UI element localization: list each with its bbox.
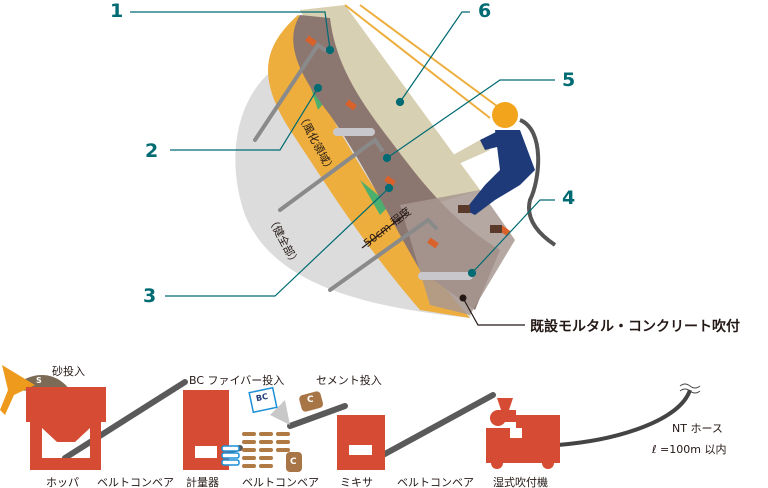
sand-mark: S bbox=[36, 376, 42, 385]
belt-conveyors bbox=[62, 379, 496, 461]
sand-input-label: 砂投入 bbox=[52, 365, 85, 378]
belt-label-3: ベルトコンベア bbox=[397, 476, 474, 488]
sprayer-label: 湿式吹付機 bbox=[493, 476, 548, 488]
hopper-label: ホッパ bbox=[46, 476, 79, 488]
pipe-2 bbox=[418, 272, 473, 280]
callout-1: 1 bbox=[110, 0, 124, 22]
mixer-label: ミキサ bbox=[340, 476, 373, 488]
callout-5: 5 bbox=[562, 69, 576, 91]
existing-leader bbox=[462, 297, 525, 326]
hose-break-icon bbox=[679, 383, 701, 394]
nt-hose bbox=[557, 389, 692, 447]
beige-layer bbox=[300, 5, 480, 205]
surface-line-2 bbox=[359, 4, 506, 113]
scale-label: 計量器 bbox=[186, 476, 219, 488]
hose-label: NT ホース bbox=[672, 422, 723, 435]
mixer-icon bbox=[337, 415, 385, 470]
cement-bag-icon-2 bbox=[286, 452, 302, 472]
leader-lines bbox=[130, 11, 555, 297]
hose-length-label: ℓ =100m 以内 bbox=[652, 443, 727, 456]
callout-2: 2 bbox=[145, 140, 159, 162]
hopper-icon bbox=[26, 387, 106, 470]
depth-arrow bbox=[361, 212, 408, 249]
surface-line-1 bbox=[344, 4, 491, 119]
cement-mark: C bbox=[307, 395, 314, 405]
existing-shotcrete-label: 既設モルタル・コンクリート吹付 bbox=[530, 319, 740, 335]
input-chute bbox=[270, 400, 290, 425]
worker-figure bbox=[435, 102, 557, 247]
funnel-icon bbox=[0, 365, 35, 415]
material-stack bbox=[242, 432, 290, 468]
callout-6: 6 bbox=[478, 0, 492, 22]
scale-icon bbox=[183, 390, 229, 470]
bc-fiber-input-label: BC ファイバー投入 bbox=[189, 374, 285, 387]
belt-label-1: ベルトコンベア bbox=[97, 476, 174, 488]
pipe-1 bbox=[333, 128, 375, 136]
bc-bag-icon bbox=[248, 386, 278, 414]
callout-4: 4 bbox=[562, 187, 576, 209]
cement-bag-icon bbox=[299, 391, 324, 412]
callout-3: 3 bbox=[143, 285, 157, 307]
rock-bolt-icons bbox=[305, 35, 511, 249]
anchor-bars bbox=[253, 42, 438, 292]
belt-label-2: ベルトコンベア bbox=[242, 476, 319, 488]
sprayer-machine-icon bbox=[486, 398, 560, 469]
bc-fiber-stack bbox=[221, 445, 240, 466]
cement-mark-2: C bbox=[290, 457, 297, 467]
cement-input-label: セメント投入 bbox=[316, 374, 382, 387]
